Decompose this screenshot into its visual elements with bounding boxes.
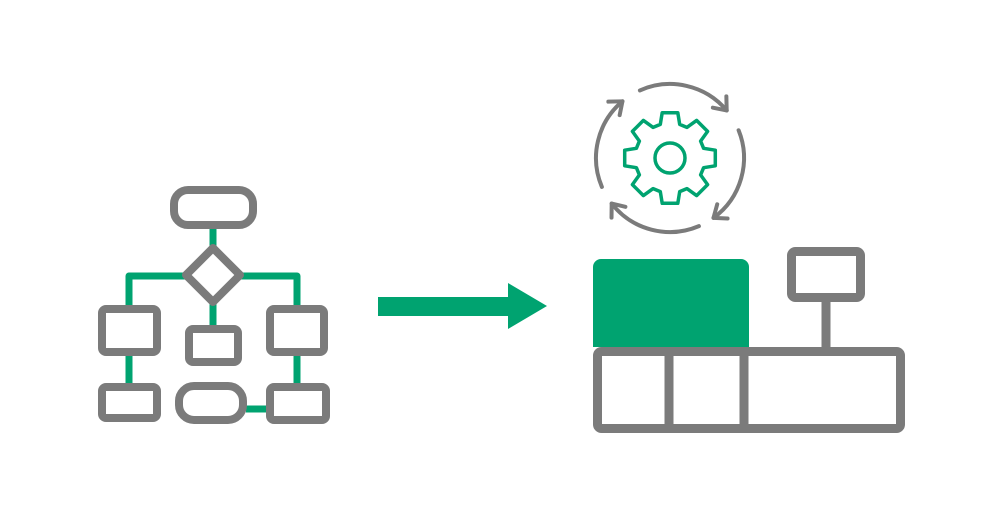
cycle-arrowhead-icon [609,201,628,220]
workstation-icon [593,247,905,433]
flowchart-icon [98,186,330,424]
gear-icon [622,110,718,206]
flowchart-shapes [98,186,330,424]
flow-end-shape [175,382,247,424]
flow-box-left [98,305,161,356]
cycle-arrowhead-icon [711,202,730,221]
cycle-arc [711,128,746,220]
flow-box-bottom-right [266,383,330,424]
cycle-arrows-icon [594,82,746,234]
monitor-screen [787,247,865,302]
flow-decision-shape [182,244,244,306]
cycle-arrowhead-icon [606,99,625,118]
flow-box-bottom-left [98,383,161,422]
workbench-base [593,347,905,433]
flow-start-shape [170,186,257,229]
cycle-arc [594,99,625,189]
cycle-arc [609,201,701,234]
gear-hole [653,141,687,175]
gear-cycle-icon [594,82,746,234]
cycle-arc [637,82,729,113]
flow-box-center [185,325,242,366]
machine-block [593,259,749,347]
arrow-right-icon [378,283,547,329]
cycle-arrowhead-icon [710,94,729,113]
flow-box-right [266,305,328,356]
